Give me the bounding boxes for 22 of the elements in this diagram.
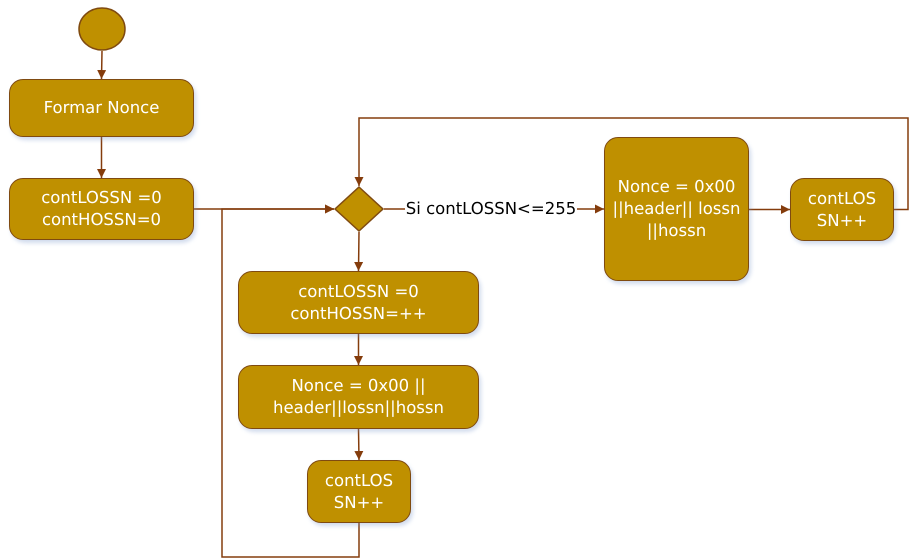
arrow	[354, 334, 363, 365]
process-box	[604, 137, 749, 281]
process-box	[238, 271, 479, 334]
process-box	[9, 178, 194, 240]
step-text: contLOS SN++	[806, 188, 878, 232]
step-text: contLOSSN =0 contHOSSN=0	[40, 187, 163, 231]
step-text: contLOSSN =0 contHOSSN=++	[289, 280, 428, 324]
process-box	[307, 460, 411, 523]
step-text: Nonce = 0x00 ||header|| lossn ||hossn	[612, 176, 742, 242]
step-text: contLOS SN++	[324, 470, 394, 514]
arrow	[97, 50, 106, 80]
arrow	[354, 117, 909, 210]
arrow	[749, 205, 790, 214]
process-box	[9, 79, 194, 137]
step-text: Formar Nonce	[44, 97, 160, 119]
arrow	[97, 137, 106, 178]
arrow	[221, 204, 360, 558]
step-text: Nonce = 0x00 || header||lossn||hossn	[272, 375, 445, 419]
process-box	[238, 365, 479, 429]
arrow	[354, 232, 364, 272]
arrow	[354, 428, 364, 460]
process-box	[790, 178, 894, 241]
